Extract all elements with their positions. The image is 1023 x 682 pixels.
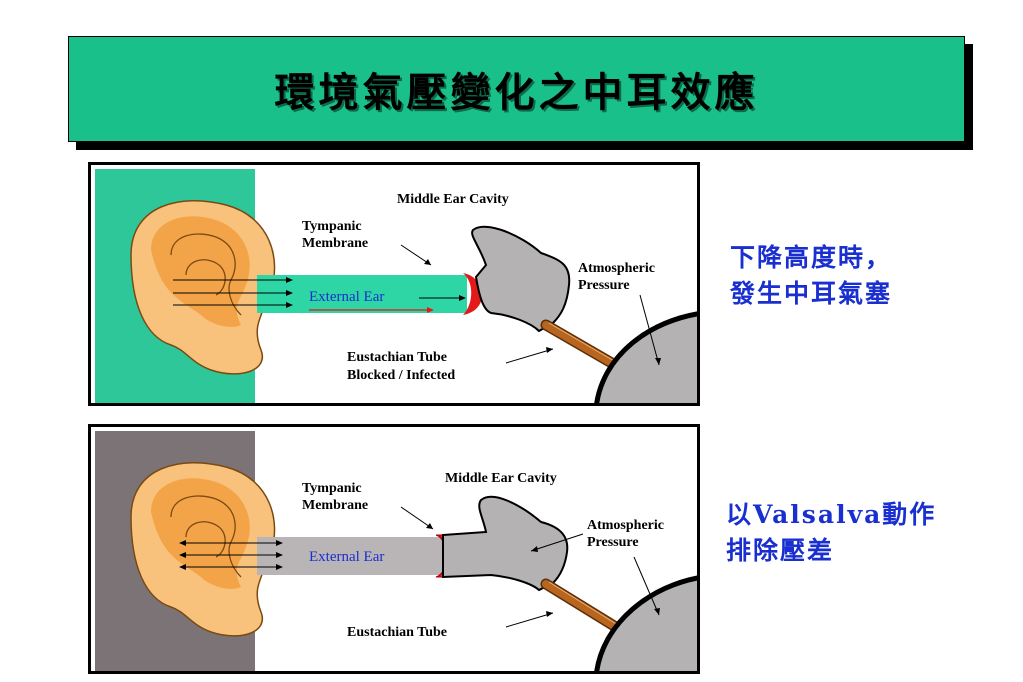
ear-fold <box>170 233 242 316</box>
arrow-head <box>179 552 186 558</box>
label-tympanic-line2: Membrane <box>302 498 369 513</box>
atmosphere-region <box>594 311 697 403</box>
middle-ear-cavity <box>471 225 571 333</box>
arrow-head <box>426 523 433 529</box>
label-tympanic-line2: Membrane <box>302 236 369 251</box>
pointer-line <box>530 533 584 552</box>
ear-inner-shade <box>151 216 250 327</box>
label-atmospheric-line1: Atmospheric <box>578 261 655 276</box>
pointer-line <box>505 612 554 628</box>
label-atmospheric-line1: Atmospheric <box>587 518 664 533</box>
arrow-head <box>286 290 293 296</box>
ear-canal <box>257 275 467 313</box>
label-external-ear: External Ear <box>309 289 385 305</box>
note-descent-line2: 發生中耳氣塞 <box>730 279 893 308</box>
note-descent: 下降高度時， 發生中耳氣塞 <box>730 240 892 312</box>
note-valsalva-line2: 排除壓差 <box>726 536 835 565</box>
arrow-head <box>655 358 661 365</box>
label-tympanic-line1: Tympanic <box>302 481 362 496</box>
arrow-head <box>276 540 283 546</box>
ear-diagram-blocked <box>95 169 697 403</box>
arrow-head <box>654 608 660 615</box>
ear-diagram-valsalva <box>95 431 697 671</box>
ear-fold <box>170 495 242 578</box>
arrow-head <box>286 302 293 308</box>
arrow-head <box>459 295 466 301</box>
page-title: 環境氣壓變化之中耳效應 <box>274 69 759 116</box>
ear-canal <box>257 537 467 575</box>
eustachian-tube <box>542 580 628 636</box>
pointer-line <box>633 556 660 616</box>
arrow-head <box>424 259 431 265</box>
middle-ear-cavity <box>442 495 569 592</box>
pointer-line <box>400 506 434 530</box>
arrow-head <box>427 307 434 313</box>
tube-highlight <box>548 581 622 628</box>
arrow-head <box>546 611 553 617</box>
note-descent-line1: 下降高度時， <box>730 243 893 272</box>
atmosphere-region <box>594 575 697 671</box>
label-eustachian-line1: Eustachian Tube <box>347 625 447 640</box>
note-valsalva: 以Valsalva動作 排除壓差 <box>726 497 936 569</box>
arrow-head <box>531 546 538 552</box>
arrow-head <box>546 347 553 353</box>
title-banner: 環境氣壓變化之中耳效應 <box>68 36 965 142</box>
label-middle-ear-cavity: Middle Ear Cavity <box>397 192 509 207</box>
pointer-line <box>505 348 554 364</box>
label-middle-ear-cavity: Middle Ear Cavity <box>445 471 557 486</box>
arrow-head <box>179 540 186 546</box>
label-eustachian-line2: Blocked / Infected <box>347 368 456 383</box>
arrow-head <box>276 564 283 570</box>
label-tympanic-line1: Tympanic <box>302 219 362 234</box>
label-external-ear: External Ear <box>309 549 385 565</box>
note-valsalva-line1: 以Valsalva動作 <box>726 500 937 529</box>
ear-fold-inner <box>185 521 226 558</box>
arrow-head <box>276 552 283 558</box>
arrow-head <box>286 277 293 283</box>
label-atmospheric-line2: Pressure <box>587 535 639 550</box>
label-atmospheric-line2: Pressure <box>578 278 630 293</box>
diagram-panel-blocked: Middle Ear Cavity Tympanic Membrane Exte… <box>88 162 700 406</box>
label-eustachian-line1: Eustachian Tube <box>347 350 447 365</box>
arrow-head <box>179 564 186 570</box>
ear-inner-shade <box>151 478 250 589</box>
pointer-line <box>639 294 660 366</box>
diagram-panel-valsalva: Middle Ear Cavity Tympanic Membrane Exte… <box>88 424 700 674</box>
ear-fold-inner <box>185 259 226 296</box>
